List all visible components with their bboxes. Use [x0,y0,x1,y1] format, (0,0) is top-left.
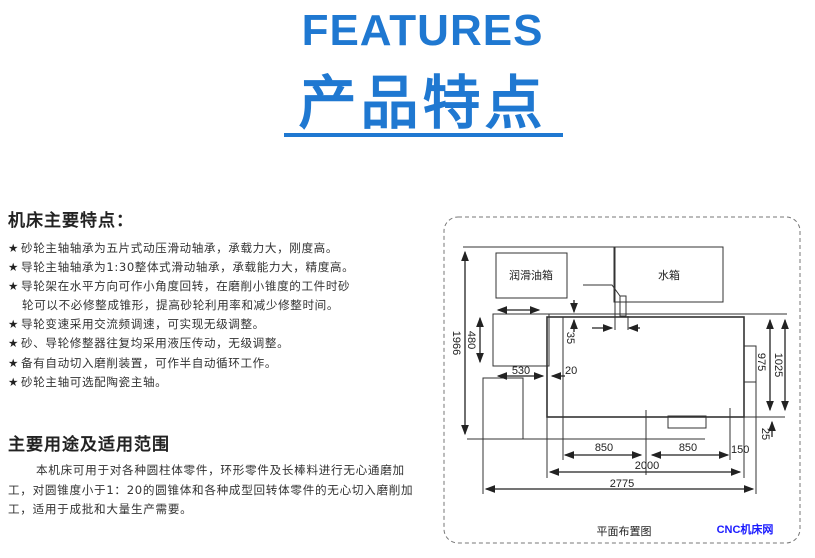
dim-850-left: 850 [595,442,613,454]
list-item: ★砂、导轮修整器往复均采用液压传动，无级调整。 [8,336,290,351]
title-underline [284,133,563,137]
dim-1025: 1025 [772,353,784,377]
water-tank-box [613,246,724,303]
dim-35: 35 [564,332,576,344]
dim-530: 530 [512,365,530,377]
list-item: ★备有自动切入磨削装置，可作半自动循环工作。 [8,355,278,370]
oil-tank-label: 润滑油箱 [509,268,553,282]
star-icon: ★ [8,241,19,255]
star-icon: ★ [8,336,19,351]
water-tank-label: 水箱 [658,268,680,282]
dashed-frame [443,216,801,544]
features-list: ★砂轮主轴轴承为五片式动压滑动轴承，承载力大，刚度高。 ★导轮主轴轴承为1:30… [8,239,354,392]
dim-1966: 1966 [450,331,462,355]
star-icon: ★ [8,317,19,332]
list-item-cont: 轮可以不必修整成锥形，提高砂轮利用率和减少修整时间。 [22,298,340,313]
list-item: ★砂轮主轴可选配陶瓷主轴。 [8,374,168,389]
oil-tank-box [495,252,568,299]
usage-text: 本机床可用于对各种圆柱体零件，环形零件及长棒料进行无心通磨加工，对圆锥度小于1：… [8,463,414,516]
features-heading: 机床主要特点： [8,211,134,231]
dim-2775: 2775 [610,478,634,490]
usage-heading: 主要用途及适用范围 [8,435,170,455]
list-item: ★导轮变速采用交流频调速，可实现无级调整。 [8,317,265,332]
drawing-caption: 平面布置图 [597,525,652,538]
title-en: FEATURES [301,6,544,55]
dim-850-right: 850 [679,442,697,454]
list-item: ★导轮主轴轴承为1:30整体式滑动轴承，承载能力大，精度高。 [8,260,355,275]
dim-480: 480 [465,331,477,349]
star-icon: ★ [8,279,19,294]
dim-20: 20 [565,365,577,377]
dim-150: 150 [731,444,749,456]
watermark: CNC机床网 [717,522,774,536]
star-icon: ★ [8,355,19,370]
list-item: ★导轮架在水平方向可作小角度回转，在磨削小锥度的工件时砂 [8,279,351,294]
star-icon: ★ [8,374,19,389]
list-item: ★砂轮主轴轴承为五片式动压滑动轴承，承载力大，刚度高。 [8,241,339,255]
dim-25: 25 [759,428,771,440]
title-cn: 产品特点 [298,69,547,137]
star-icon: ★ [8,260,19,275]
dim-2000: 2000 [635,460,659,472]
dim-975: 975 [755,353,767,371]
